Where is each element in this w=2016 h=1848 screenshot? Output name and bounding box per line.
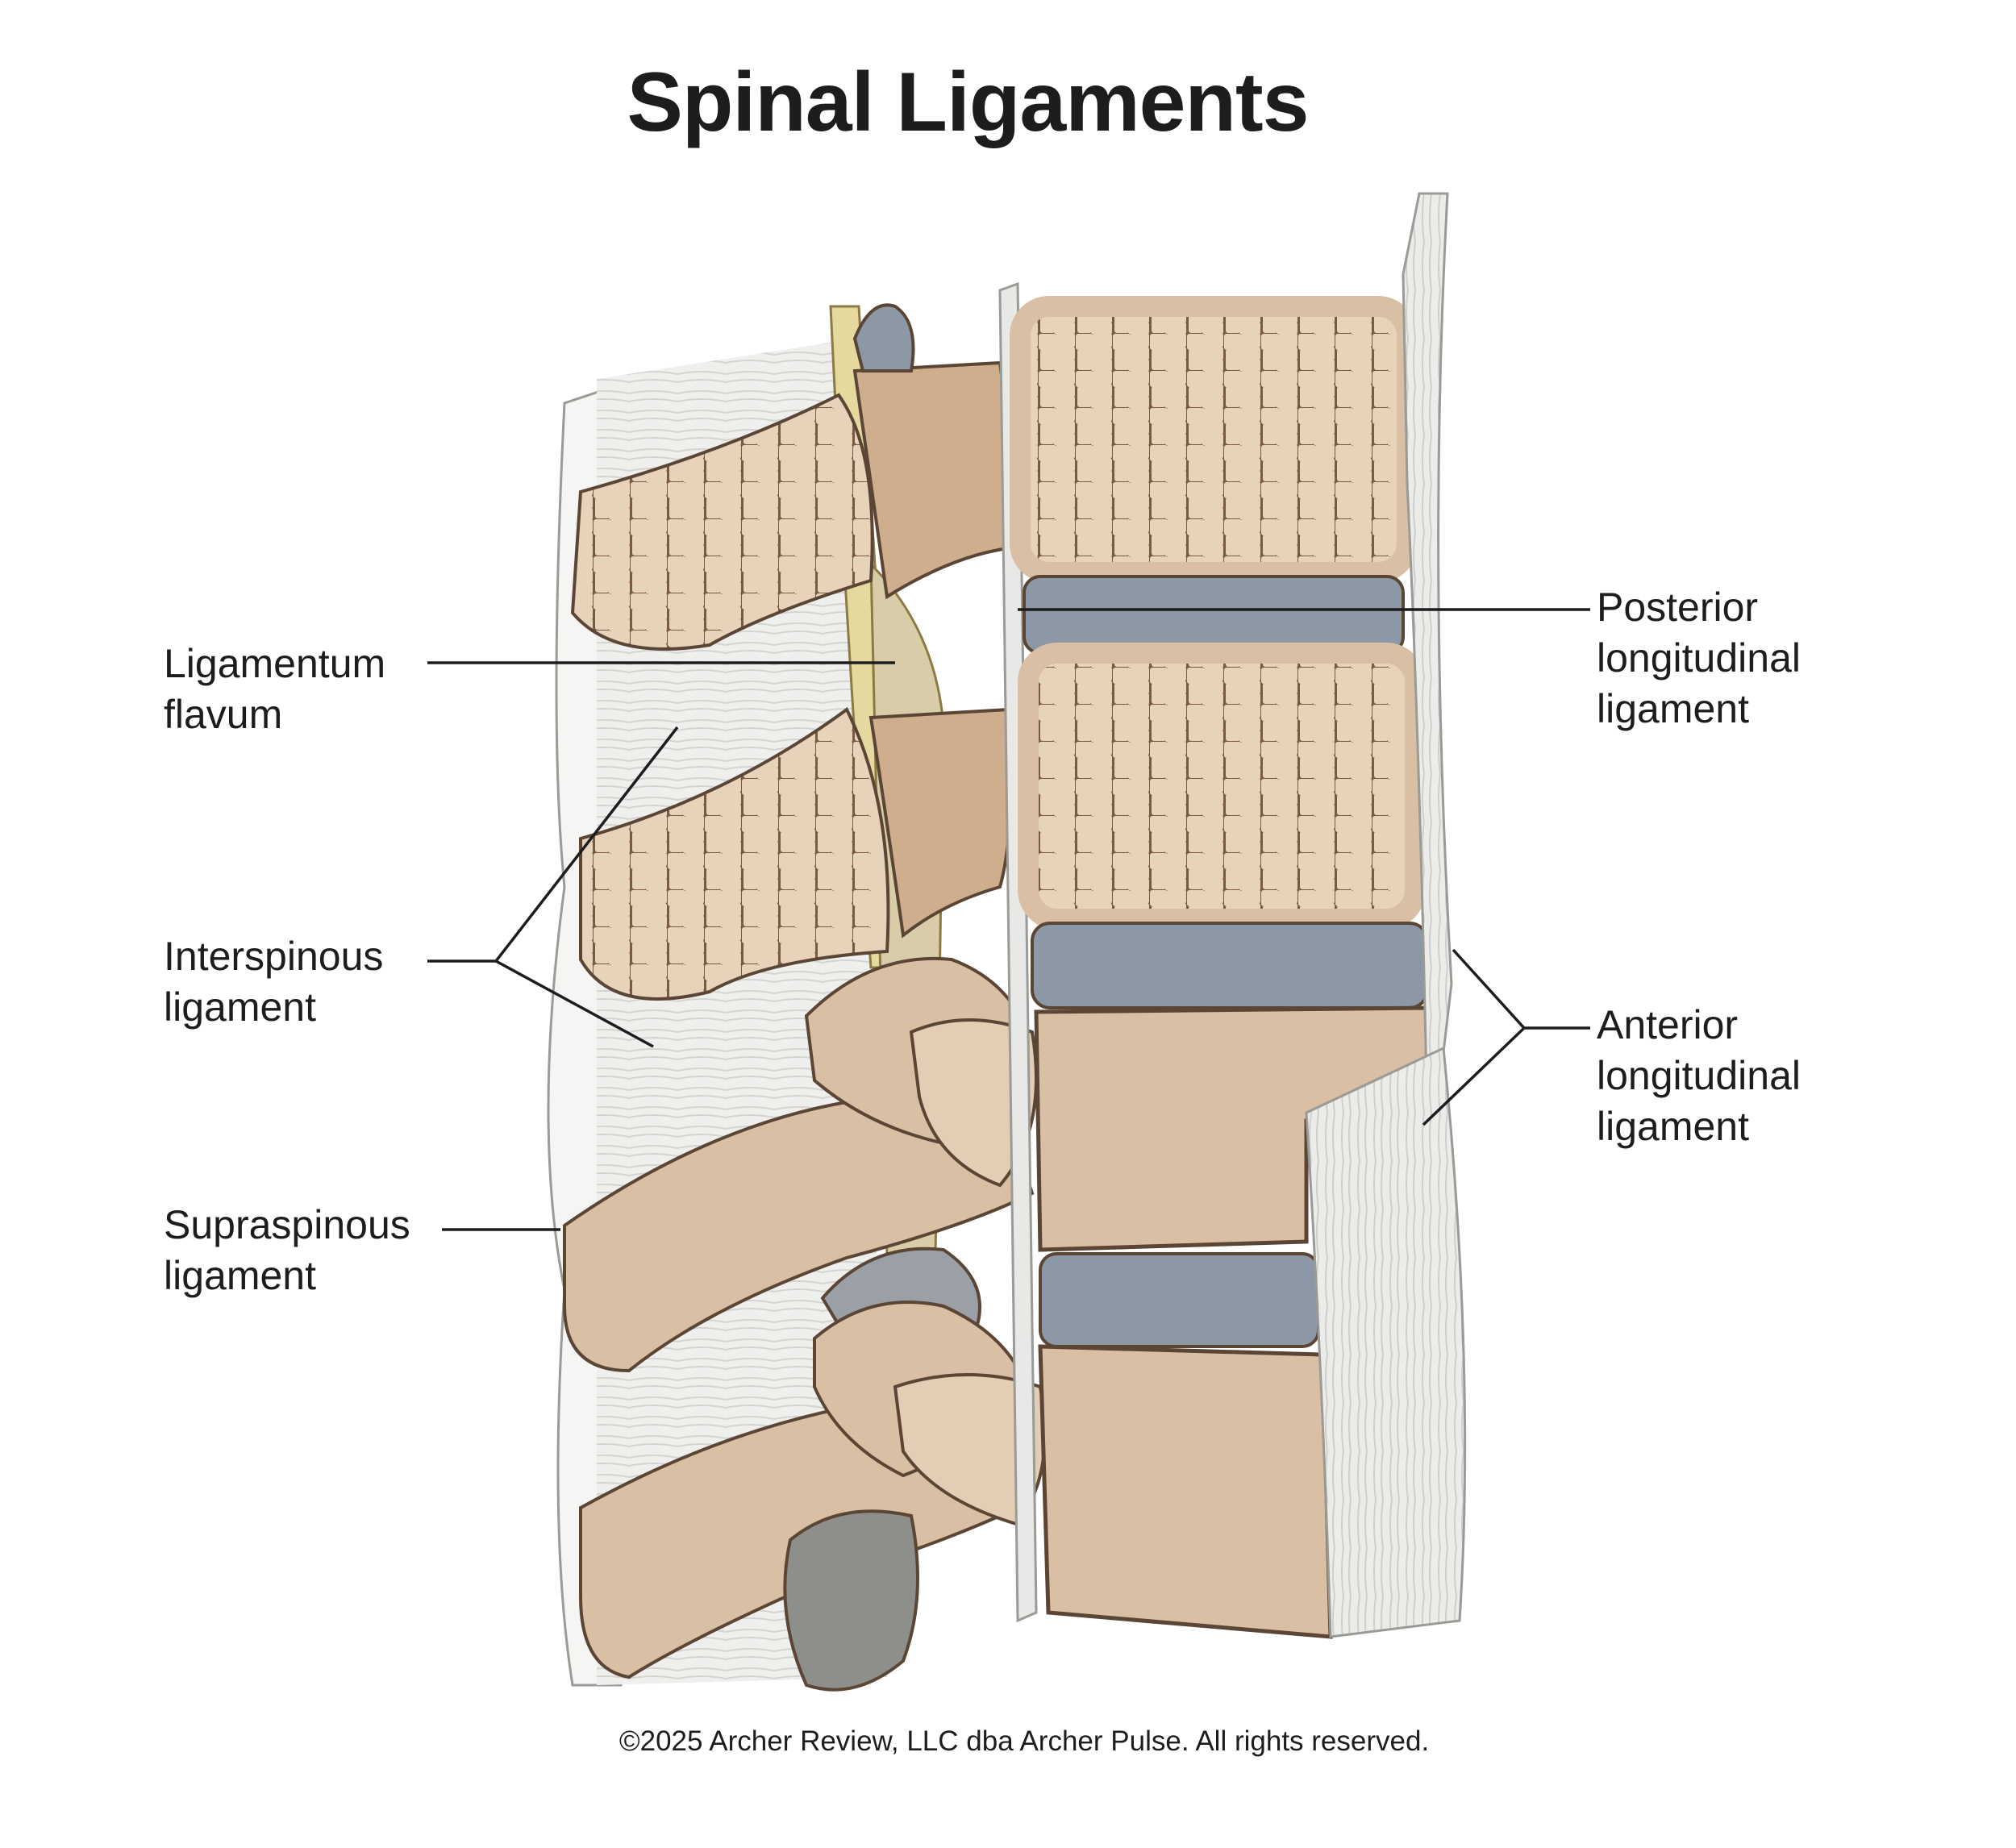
label-line: ligament xyxy=(164,984,316,1030)
label-line: ligament xyxy=(1597,686,1749,731)
inferior-articular-process-4 xyxy=(893,1373,1047,1526)
spinous-process-section-upper xyxy=(570,393,874,651)
vertebral-body-section-1 xyxy=(1018,304,1410,575)
leader-anterior-longitudinal-branch xyxy=(1422,1026,1526,1126)
label-posterior-longitudinal-ligament: Posterior longitudinal ligament xyxy=(1597,582,1801,735)
label-line: Supraspinous xyxy=(164,1202,410,1247)
label-supraspinous-ligament: Supraspinous ligament xyxy=(164,1200,410,1301)
inferior-articular-process-2 xyxy=(909,1018,1038,1188)
label-anterior-longitudinal-ligament: Anterior longitudinal ligament xyxy=(1597,1000,1801,1152)
vertebral-body-section-2 xyxy=(1026,651,1418,922)
label-line: Interspinous xyxy=(164,934,384,979)
intervertebral-disc-3 xyxy=(1039,1252,1320,1348)
label-line: ligament xyxy=(1597,1104,1749,1149)
label-interspinous-ligament: Interspinous ligament xyxy=(164,931,383,1033)
leader-anterior-longitudinal xyxy=(1452,948,1590,1030)
spinous-process-section-middle xyxy=(579,706,890,1001)
intervertebral-disc-2 xyxy=(1031,922,1429,1009)
facet-cartilage-2 xyxy=(783,1509,919,1692)
leader-lines xyxy=(427,608,1590,1231)
facet-cap-top xyxy=(852,303,915,373)
label-line: ligament xyxy=(164,1253,316,1298)
posterior-longitudinal-ligament xyxy=(998,281,1038,1623)
anterior-longitudinal-ligament-lower xyxy=(1305,1046,1467,1638)
copyright-notice: ©2025 Archer Review, LLC dba Archer Puls… xyxy=(619,1725,1430,1757)
label-line: Posterior xyxy=(1597,585,1759,630)
label-ligamentum-flavum: Ligamentum flavum xyxy=(164,639,385,740)
leader-interspinous-branch xyxy=(495,959,654,1048)
label-line: Anterior xyxy=(1597,1002,1739,1047)
anterior-longitudinal-ligament-upper xyxy=(1402,192,1453,1122)
label-line: Ligamentum xyxy=(164,641,386,686)
label-line: longitudinal xyxy=(1597,1053,1801,1098)
vertebral-body-4 xyxy=(1038,1344,1333,1639)
page-title: Spinal Ligaments xyxy=(627,56,1309,149)
lower-spinous-process-1 xyxy=(563,1094,1035,1373)
label-line: longitudinal xyxy=(1597,635,1801,681)
label-line: flavum xyxy=(164,692,283,737)
intervertebral-disc-1 xyxy=(1023,575,1405,655)
articular-process-upper xyxy=(852,360,1013,600)
